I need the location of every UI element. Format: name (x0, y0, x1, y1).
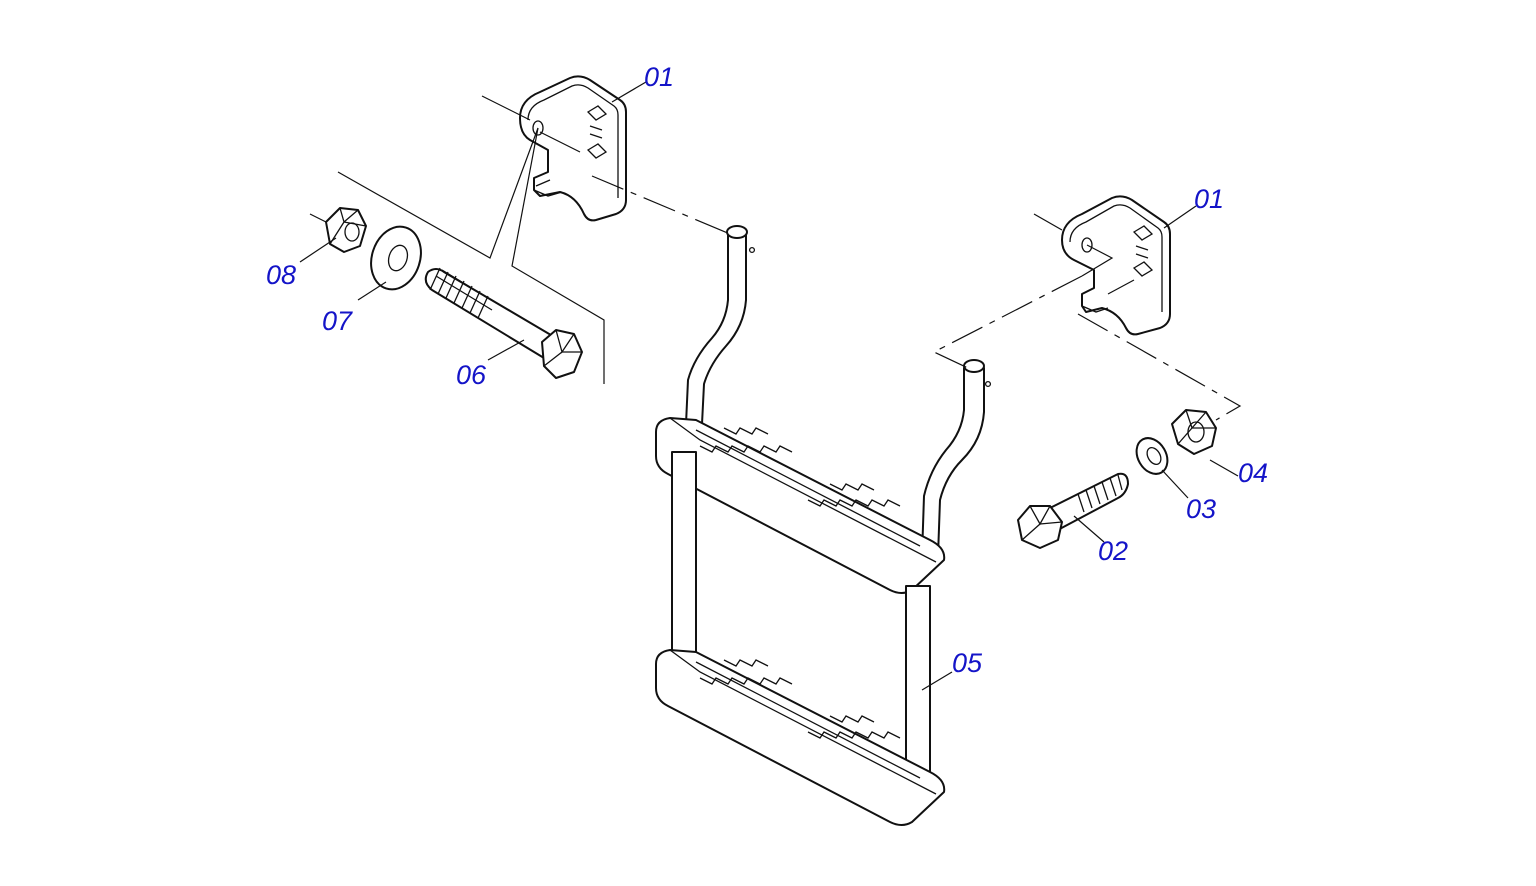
construction-lines (309, 95, 1242, 421)
callout-ladder: 05 (952, 648, 983, 678)
washer-left (370, 225, 422, 291)
washer-right (1135, 437, 1169, 475)
nut-left (325, 207, 367, 253)
callout-washer-right: 03 (1186, 494, 1216, 524)
callout-nut-right: 04 (1238, 458, 1268, 488)
bolt-right (1017, 472, 1129, 549)
callout-bracket-left: 01 (644, 62, 674, 92)
bolt-left (424, 267, 583, 379)
callout-nut-left: 08 (266, 260, 296, 290)
nut-right (1171, 409, 1217, 455)
callout-bolt-right: 02 (1098, 536, 1128, 566)
bracket-right (1061, 195, 1171, 336)
callout-bolt-left: 06 (456, 360, 487, 390)
callout-washer-left: 07 (322, 306, 353, 336)
callout-bracket-right: 01 (1194, 184, 1224, 214)
callout-leaders (299, 81, 1239, 691)
ladder (655, 225, 992, 826)
